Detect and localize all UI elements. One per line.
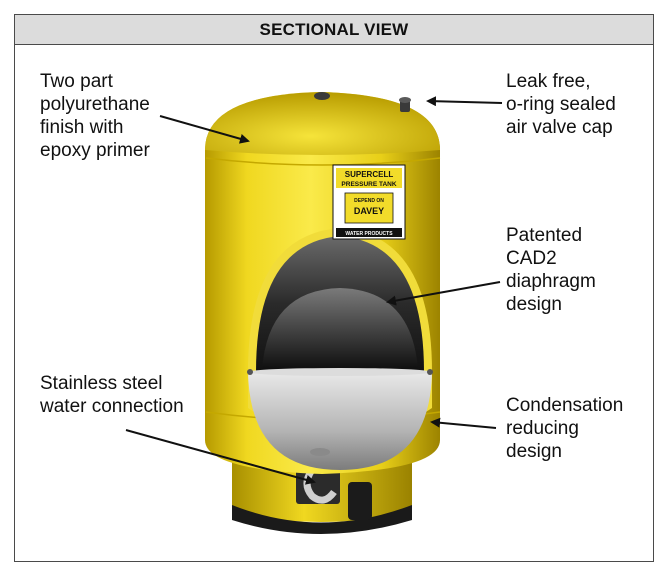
- arrow-valve: [426, 96, 503, 107]
- label-maker-sub: WATER PRODUCTS: [345, 231, 393, 237]
- callout-condensation: Condensation reducing design: [506, 395, 624, 462]
- arrow-diaphragm: [386, 281, 501, 306]
- air-valve-cap: [314, 92, 411, 112]
- label-brand-line1: SUPERCELL: [345, 170, 394, 179]
- tank-cutaway: [247, 228, 433, 470]
- arrow-condensation: [430, 417, 497, 429]
- callout-arrows: [125, 96, 503, 485]
- tank-stand: [232, 462, 412, 534]
- callout-connection: Stainless steel water connection: [40, 373, 184, 417]
- callout-finish: Two part polyurethane finish with epoxy …: [40, 71, 150, 161]
- arrow-finish: [159, 115, 250, 144]
- product-label: SUPERCELL PRESSURE TANK DEPEND ON DAVEY …: [332, 164, 406, 240]
- arrow-connection: [125, 429, 316, 485]
- label-brand-line2: PRESSURE TANK: [341, 181, 396, 188]
- label-maker: DAVEY: [354, 206, 384, 216]
- label-depend: DEPEND ON: [354, 198, 384, 204]
- diagram-title: SECTIONAL VIEW: [15, 15, 653, 45]
- callout-valve: Leak free, o-ring sealed air valve cap: [506, 71, 616, 138]
- callout-diaphragm: Patented CAD2 diaphragm design: [506, 225, 596, 315]
- water-chamber: [248, 372, 432, 470]
- diaphragm: [262, 288, 418, 370]
